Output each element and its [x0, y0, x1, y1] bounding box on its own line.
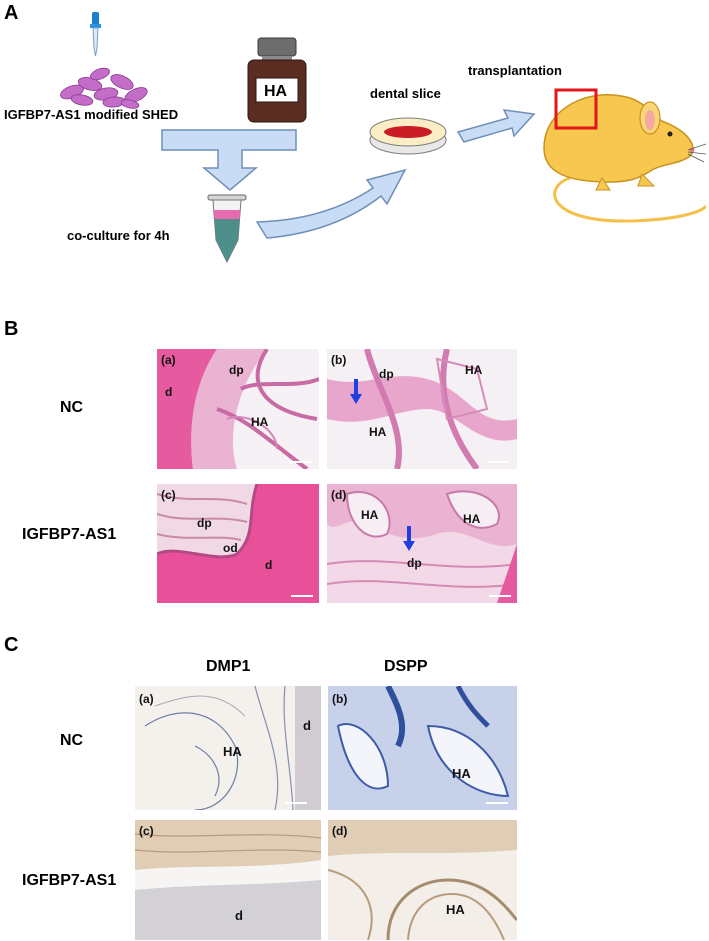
scale-bar [489, 595, 511, 597]
bottle-label: HA [264, 83, 288, 100]
he-panel-c-label-d: d [265, 558, 273, 572]
merge-arrow-icon [161, 129, 297, 191]
scale-bar [486, 802, 508, 804]
ihc-panel-d-image [328, 820, 517, 940]
he-panel-a-image [157, 349, 319, 469]
ihc-panel-b-label-ha: HA [452, 766, 471, 781]
ihc-panel-d: (d) HA [328, 820, 517, 940]
he-row-label-nc: NC [60, 399, 84, 416]
indicator-arrow-icon [350, 379, 362, 404]
he-panel-d-tag: (d) [331, 488, 347, 502]
scale-bar [487, 461, 509, 463]
ihc-panel-a: (a) HA d [135, 686, 321, 810]
he-panel-c-label-od: od [223, 541, 238, 555]
he-panel-a-label-d: d [165, 385, 173, 399]
he-panel-b: (b) dp HA HA [327, 349, 517, 469]
he-panel-b-image [327, 349, 517, 469]
scale-bar [291, 595, 313, 597]
he-row-label-igfbp7: IGFBP7-AS1 [22, 526, 117, 543]
ihc-panel-a-tag: (a) [139, 692, 154, 706]
indicator-arrow-icon [403, 526, 415, 551]
slice-label: dental slice [370, 86, 441, 101]
mouse-icon [543, 88, 706, 223]
ihc-panel-b-image [328, 686, 517, 810]
ihc-panel-c-label-d: d [235, 908, 243, 923]
he-panel-a-tag: (a) [161, 353, 176, 367]
he-panel-d-label-ha1: HA [361, 508, 379, 522]
he-panel-b-label-ha2: HA [369, 425, 387, 439]
ihc-panel-b-tag: (b) [332, 692, 348, 706]
he-panel-c-image [157, 484, 319, 603]
coculture-label: co-culture for 4h [67, 228, 170, 243]
panel-label-a: A [4, 2, 19, 24]
he-panel-b-tag: (b) [331, 353, 347, 367]
he-panel-a: (a) d dp HA [157, 349, 319, 469]
he-panel-b-label-ha1: HA [465, 363, 483, 377]
ihc-row-label-nc: NC [60, 732, 84, 749]
bottle-icon [247, 37, 307, 123]
ihc-panel-c-tag: (c) [139, 824, 154, 838]
ihc-row-label-igfbp7: IGFBP7-AS1 [22, 872, 117, 889]
ihc-panel-d-label-ha: HA [446, 902, 465, 917]
ihc-panel-d-tag: (d) [332, 824, 348, 838]
he-panel-d-label-ha2: HA [463, 512, 481, 526]
panel-label-c: C [4, 634, 19, 656]
ihc-panel-b: (b) HA [328, 686, 517, 810]
he-panel-c-tag: (c) [161, 488, 176, 502]
he-panel-d: (d) HA HA dp [327, 484, 517, 603]
he-panel-a-label-dp: dp [229, 363, 244, 377]
ihc-panel-c-image [135, 820, 321, 940]
cells-icon [60, 67, 148, 109]
he-panel-b-label-dp: dp [379, 367, 394, 381]
cells-label: IGFBP7-AS1 modified SHED [4, 107, 179, 122]
ihc-panel-a-label-d: d [303, 718, 311, 733]
ihc-col-label-dmp1: DMP1 [206, 658, 251, 675]
he-panel-c-label-dp: dp [197, 516, 212, 530]
he-panel-d-label-dp: dp [407, 556, 422, 570]
dropper-icon [90, 12, 101, 57]
scale-bar [285, 802, 307, 804]
ihc-col-label-dspp: DSPP [384, 658, 428, 675]
he-panel-c: (c) dp od d [157, 484, 319, 603]
tube-icon [207, 194, 247, 264]
panel-label-b: B [4, 318, 19, 340]
he-panel-a-label-ha: HA [251, 415, 269, 429]
he-panel-d-image [327, 484, 517, 603]
ihc-panel-a-image [135, 686, 321, 810]
scale-bar [289, 461, 311, 463]
transplant-label: transplantation [468, 63, 562, 78]
dental-slice-icon [369, 117, 447, 155]
small-arrow-icon [456, 109, 536, 143]
ihc-panel-c: (c) d [135, 820, 321, 940]
curve-arrow-icon [255, 168, 407, 239]
ihc-panel-a-label-ha: HA [223, 744, 242, 759]
